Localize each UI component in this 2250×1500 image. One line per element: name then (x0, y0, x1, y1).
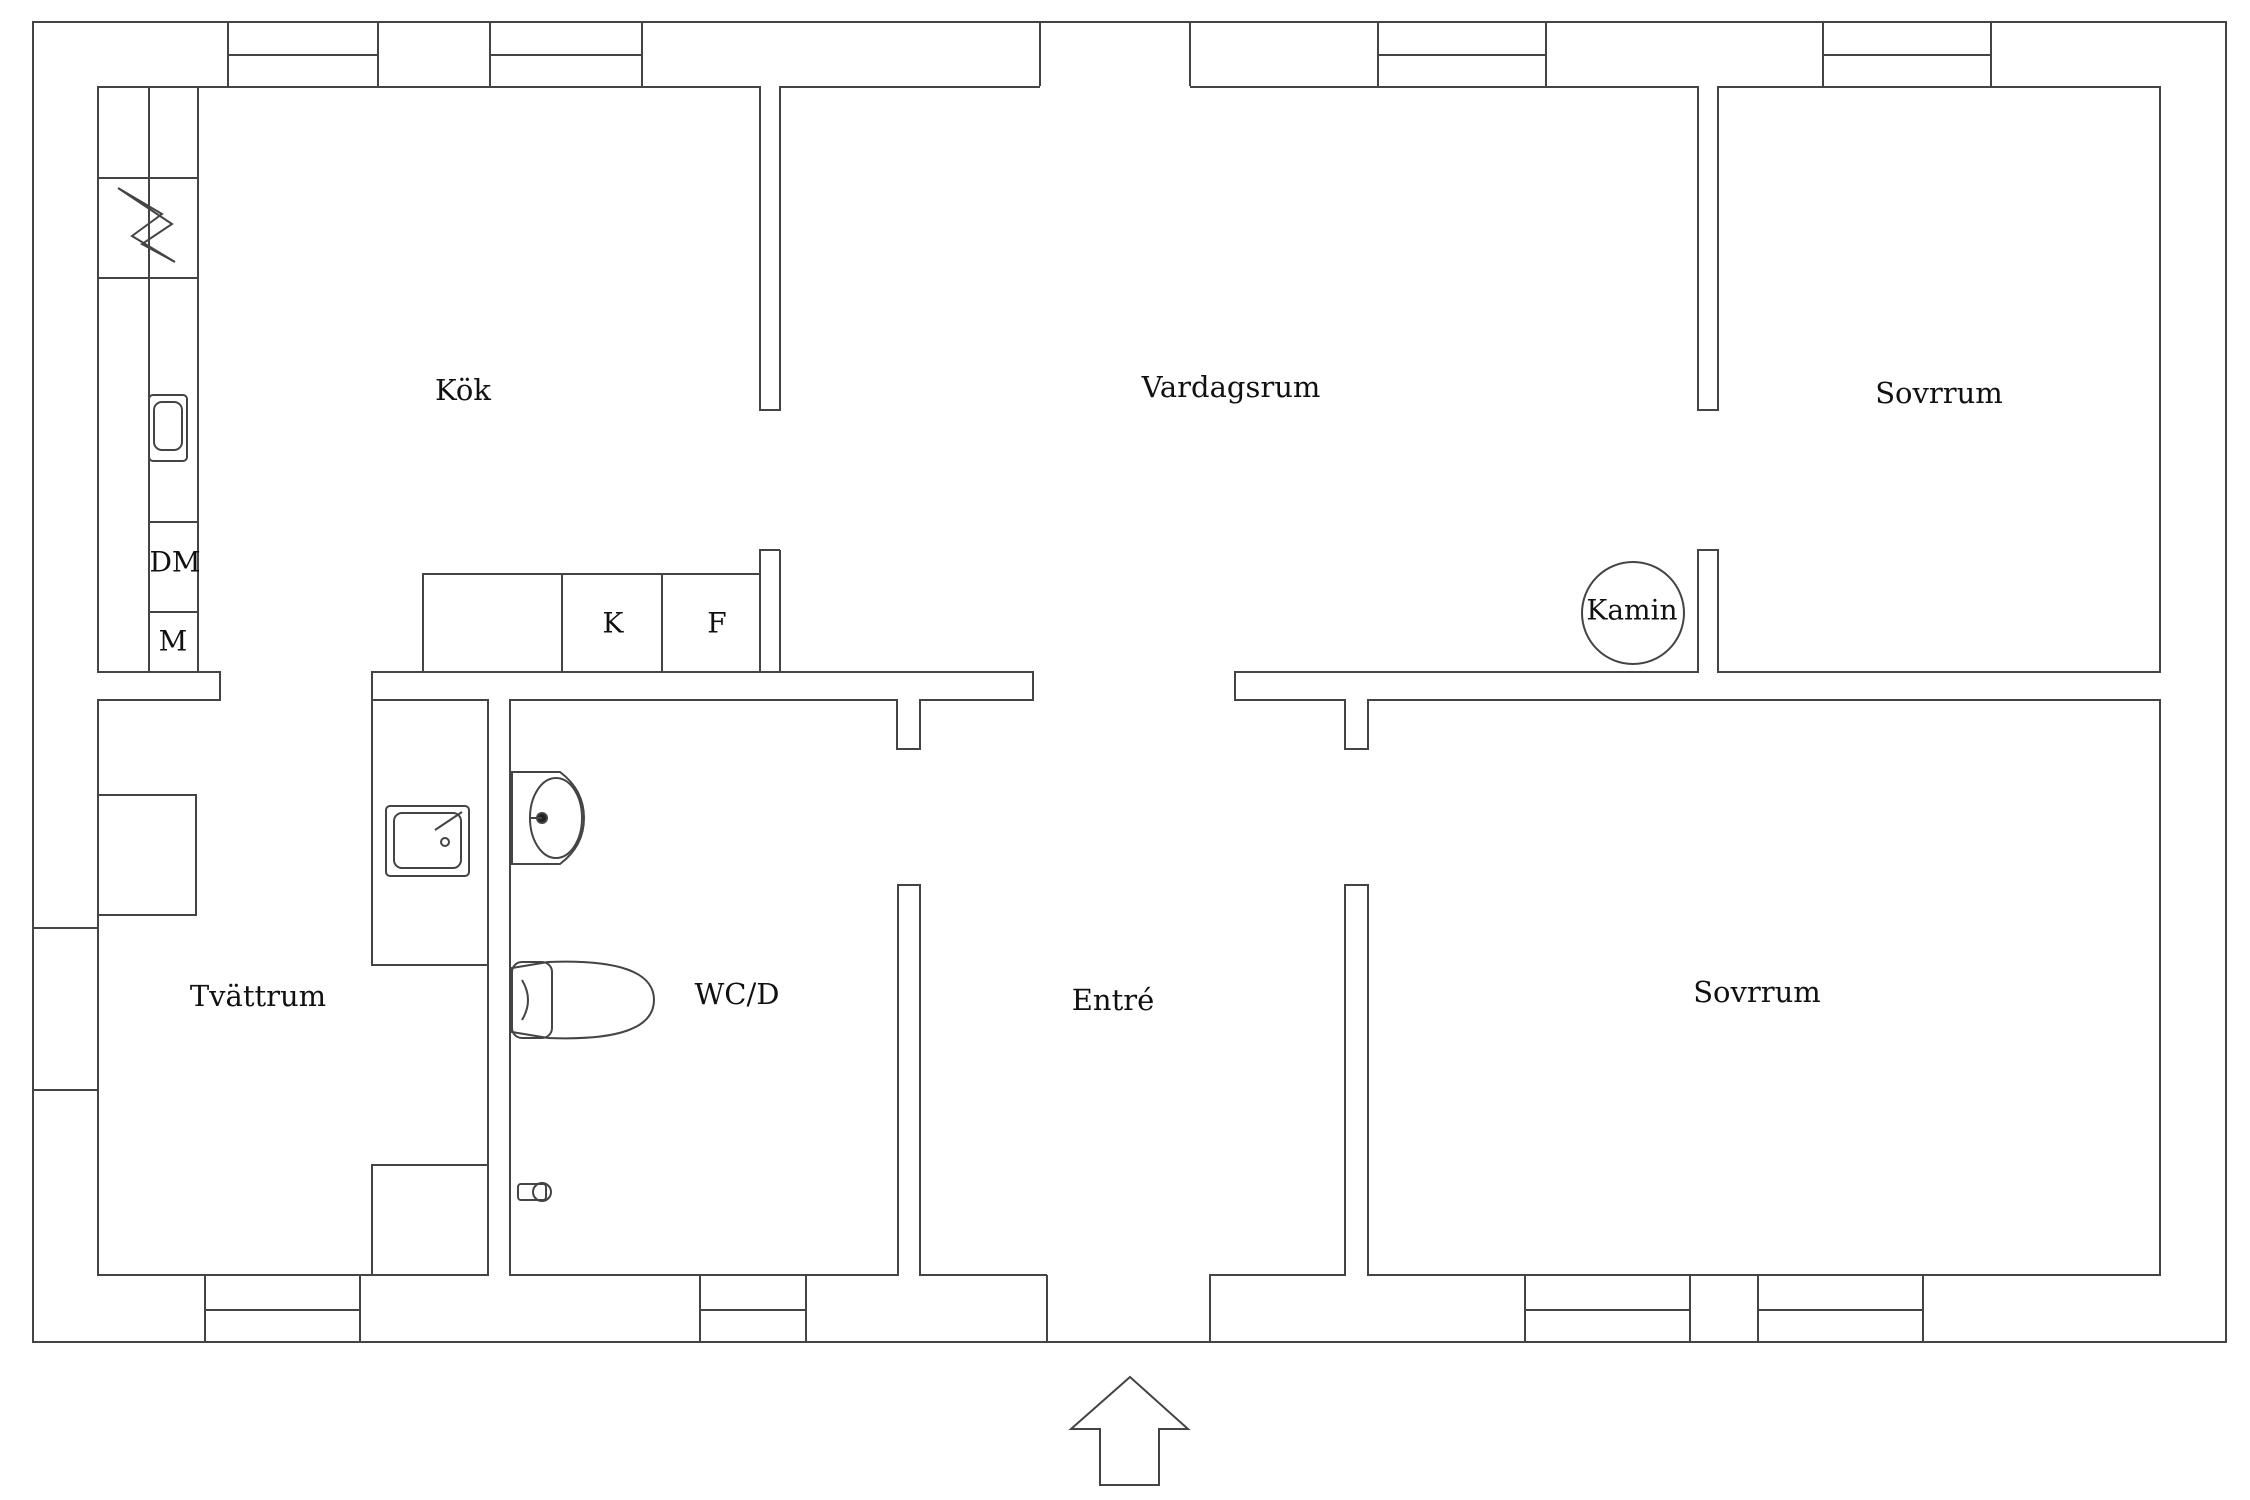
kitchen-counter (148, 86, 199, 673)
laundry-machine-box (97, 794, 197, 916)
room-label-vardagsrum: Vardagsrum (1141, 370, 1321, 404)
toilet-icon (511, 961, 553, 1039)
top-wall-inner-seg2 (1189, 22, 2161, 1342)
toilet-paper-icon (517, 1183, 547, 1201)
top-windows (227, 21, 1992, 88)
room-label-entre: Entré (1071, 983, 1155, 1017)
laundry-counter (371, 699, 489, 966)
washbasin-icon (511, 771, 586, 865)
kitchen-counter-outer (97, 86, 150, 673)
room-label-sovrum-top: Sovrrum (1875, 376, 2003, 410)
room-label-tvattrum: Tvättrum (189, 979, 327, 1013)
laundry-cabinet (371, 1164, 489, 1276)
kitchen-sink-icon (153, 401, 183, 451)
room-label-sovrum-bottom: Sovrrum (1693, 975, 1821, 1009)
living-wall (759, 549, 780, 672)
toilet-icon (511, 960, 656, 1040)
fireplace-circle (1581, 561, 1685, 665)
bottom-windows (204, 1274, 2160, 1343)
fixture-label-kamin: Kamin (1586, 593, 1678, 627)
fixture-label-dm: DM (149, 545, 201, 579)
entrance-arrow-icon (1068, 1375, 1191, 1486)
laundry-sink-icon (385, 805, 470, 877)
outer-wall (32, 21, 2227, 1343)
fixture-label-m: M (158, 624, 188, 658)
laundry-sink-icon (393, 812, 462, 869)
room-label-wc: WC/D (694, 977, 780, 1011)
top-wall-inner-seg (198, 22, 1041, 411)
fixture-label-k: K (602, 606, 624, 640)
room-label-kok: Kök (435, 373, 491, 407)
kitchen-cabinet (422, 573, 761, 673)
top-wall-inner (97, 87, 1047, 1276)
kitchen-sink-icon (148, 394, 188, 462)
fixture-label-f: F (707, 606, 727, 640)
stove-icon (97, 177, 199, 279)
stove-icon (117, 187, 176, 263)
